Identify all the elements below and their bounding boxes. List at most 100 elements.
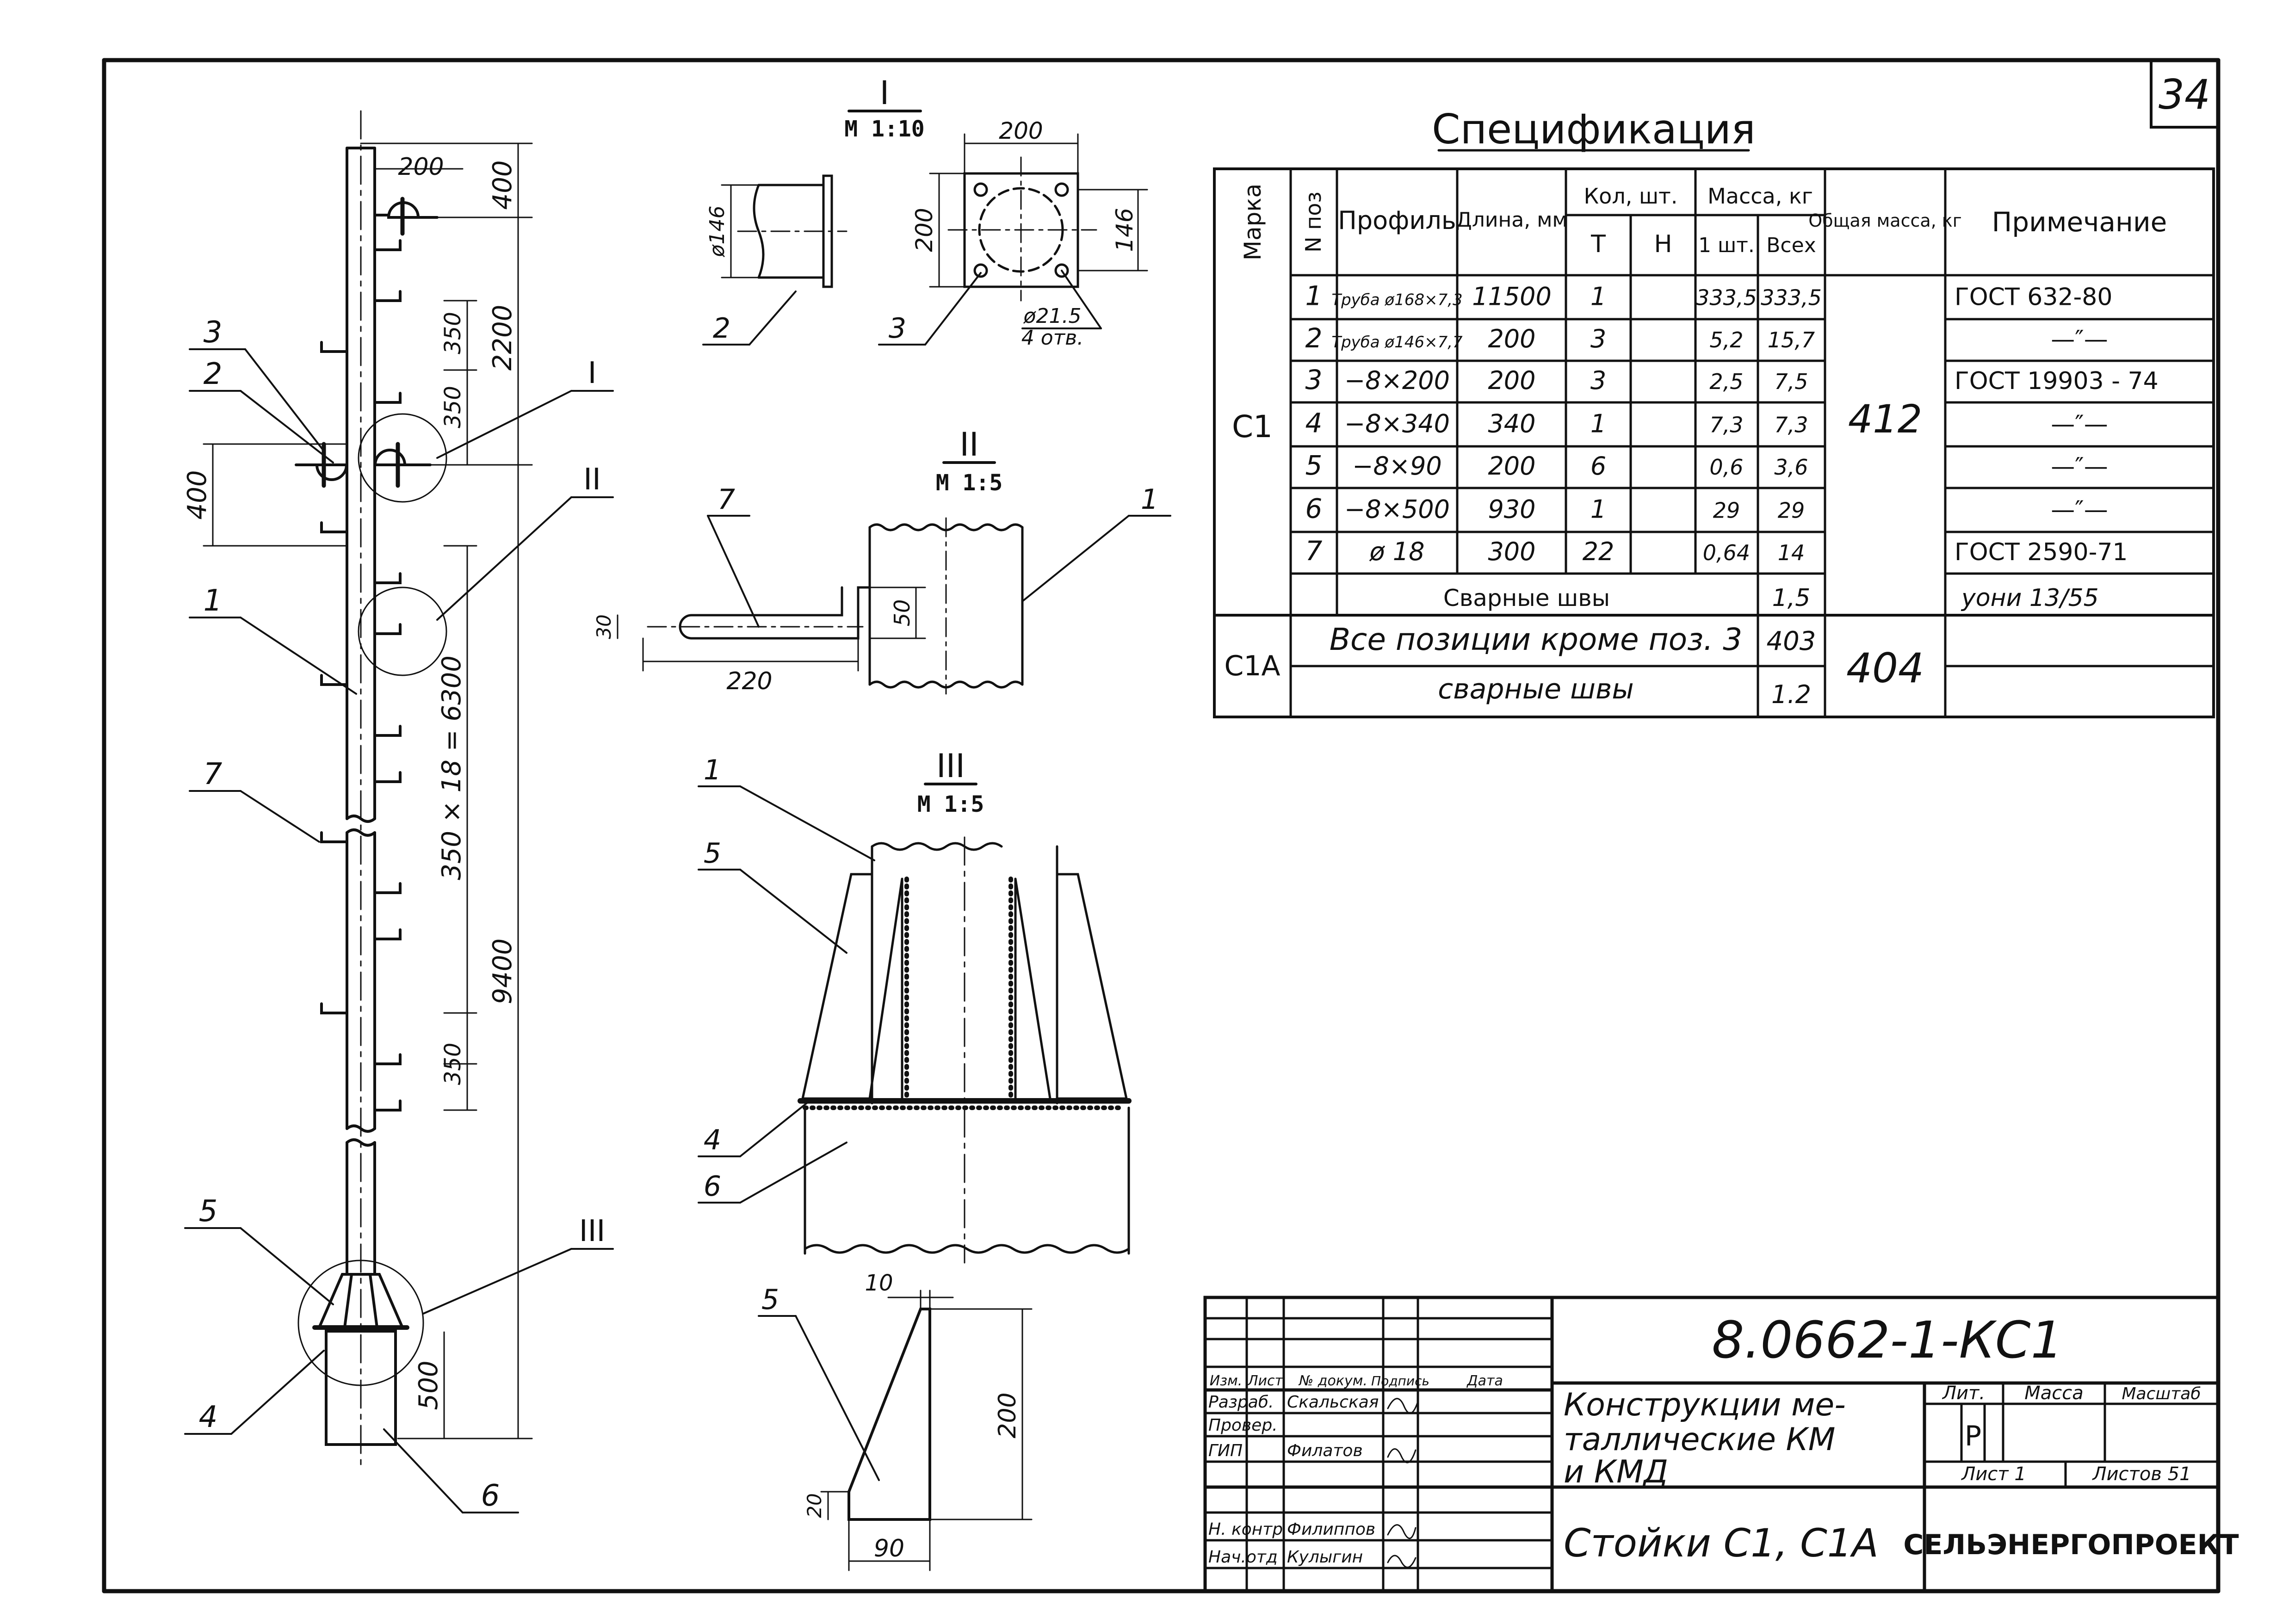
- view-III-pos5: 5: [704, 837, 721, 870]
- view-III: [698, 783, 1132, 1264]
- spec-cell-mass-one: 0,64: [1703, 540, 1750, 565]
- person-role: Нач.отд: [1208, 1548, 1278, 1567]
- spec-cell-mass-one: 2,5: [1709, 369, 1743, 394]
- view-gusset: [758, 1290, 1033, 1571]
- label-pos-6: 6: [481, 1479, 500, 1513]
- label-roman-I: I: [588, 356, 597, 390]
- spec-cell-pos: 4: [1305, 408, 1323, 439]
- spec-cell-note: ГОСТ 19903 - 74: [1955, 367, 2159, 395]
- label-pos-5: 5: [199, 1194, 218, 1229]
- header-qty-t: Т: [1590, 230, 1606, 258]
- person-role: Разраб.: [1208, 1393, 1274, 1412]
- view-II-scale: М 1:5: [936, 470, 1003, 496]
- c1a-row2-mass: 1.2: [1771, 680, 1811, 709]
- dim-400-top: 400: [488, 161, 518, 210]
- view-III-pos4: 4: [704, 1124, 721, 1156]
- mass-header: Масса: [2024, 1383, 2084, 1404]
- header-mass: Масса, кг: [1707, 184, 1813, 209]
- sheet-title: Стойки С1, С1А: [1564, 1520, 1879, 1566]
- view-I-dim-146: 146: [1111, 208, 1138, 252]
- post-elevation: [295, 110, 447, 1467]
- elevation-leaders: [184, 348, 614, 1513]
- c1a-row1: Все позиции кроме поз. 3: [1330, 622, 1742, 657]
- c1a-total: 404: [1846, 644, 1924, 692]
- spec-cell-mass-one: 0,6: [1709, 455, 1743, 480]
- view-III-scale: М 1:5: [917, 791, 984, 817]
- spec-cell-note: —″—: [2051, 453, 2108, 481]
- label-pos-2: 2: [204, 357, 223, 391]
- view-II-pos7: 7: [718, 483, 735, 516]
- label-roman-III: III: [579, 1214, 606, 1248]
- view-II-text: II М 1:5 220 30 50 7 1: [593, 426, 1158, 695]
- view-gusset-text: 10 200 20 90 5: [761, 1270, 1021, 1562]
- view-I-dim-h: 200: [911, 208, 938, 252]
- spec-footer: Сварные швы 1,5 уони 13/55 С1А Все позиц…: [1224, 584, 2098, 709]
- spec-cell-note: —″—: [2051, 496, 2108, 524]
- spec-cell-qty-t: 1: [1590, 495, 1606, 524]
- c1a-row1-mass: 403: [1767, 626, 1816, 656]
- view-I-text: I М 1:10 200 200 146 ø146 ø21.5 4 отв. 2…: [705, 74, 1138, 350]
- doc-code: 8.0662-1-КС1: [1712, 1310, 2063, 1370]
- dim-350-b: 350: [440, 386, 466, 428]
- spec-cell-mass-all: 14: [1778, 540, 1805, 565]
- spec-cell-mass-all: 333,5: [1761, 285, 1822, 310]
- spec-cell-mass-one: 5,2: [1709, 327, 1743, 352]
- sheet-number: 34: [2159, 71, 2210, 118]
- sheets-label: Листов 51: [2091, 1463, 2191, 1485]
- col-sign: Подпись: [1371, 1373, 1429, 1389]
- view-II-dim-30: 30: [593, 614, 615, 639]
- dim-200: 200: [398, 153, 444, 181]
- spec-cell-pos: 3: [1305, 364, 1323, 395]
- label-pos-7: 7: [204, 757, 223, 791]
- view-I-scale: М 1:10: [844, 116, 924, 142]
- col-list: Лист: [1247, 1373, 1284, 1389]
- c1a-row2: сварные швы: [1438, 673, 1633, 705]
- spec-cell-length: 200: [1488, 366, 1535, 395]
- spec-cell-note: ГОСТ 632-80: [1955, 284, 2112, 311]
- person-role: Провер.: [1208, 1416, 1278, 1435]
- view-I-holes-count: 4 отв.: [1021, 326, 1083, 350]
- c1a-mark: С1А: [1224, 650, 1280, 682]
- view-II: [617, 461, 1171, 695]
- spec-cell-mass-all: 29: [1778, 498, 1805, 523]
- spec-table-grid: [1213, 149, 2215, 718]
- dim-350-a: 350: [440, 312, 466, 354]
- view-I-roman: I: [880, 74, 890, 112]
- view-I-dim-d146: ø146: [705, 206, 729, 258]
- project-name-2: таллические КМ: [1564, 1421, 1835, 1458]
- view-II-pos1: 1: [1141, 483, 1158, 516]
- gusset-dim-20: 20: [803, 1493, 826, 1518]
- view-II-dim-220: 220: [726, 667, 772, 695]
- col-izm: Изм.: [1210, 1373, 1243, 1389]
- lit-value: Р: [1965, 1420, 1981, 1452]
- elevation-labels: 3 2 I II 1 7 5 III 4 6: [199, 315, 606, 1513]
- spec-cell-pos: 1: [1305, 280, 1323, 312]
- header-note: Примечание: [1992, 206, 2167, 238]
- spec-cell-length: 11500: [1472, 282, 1552, 311]
- c1-mark: С1: [1232, 409, 1273, 445]
- dim-6300: 350 × 18 = 6300: [437, 655, 467, 880]
- view-III-pos1: 1: [704, 754, 721, 786]
- welds-mass: 1,5: [1772, 584, 1811, 612]
- dim-350-c: 350: [440, 1043, 466, 1085]
- spec-cell-mass-one: 29: [1713, 498, 1740, 523]
- spec-cell-length: 200: [1488, 324, 1535, 353]
- spec-cell-profile: Труба ø146×7,7: [1331, 333, 1463, 352]
- spec-cell-pos: 7: [1305, 535, 1323, 567]
- spec-cell-mass-one: 333,5: [1696, 285, 1757, 310]
- header-npoz: N поз: [1301, 191, 1326, 253]
- header-qty: Кол, шт.: [1584, 184, 1678, 209]
- spec-cell-qty-t: 3: [1590, 324, 1606, 353]
- view-III-text: III М 1:5 1 5 4 6: [704, 747, 984, 1203]
- dim-400-left: 400: [182, 470, 212, 520]
- person-role: ГИП: [1208, 1441, 1243, 1460]
- spec-cell-qty-t: 22: [1583, 537, 1615, 566]
- spec-table-text: Спецификация Марка N поз Профиль Длина, …: [1232, 105, 2167, 445]
- org-name: СЕЛЬЭНЕРГОПРОЕКТ: [1903, 1529, 2239, 1561]
- spec-cell-note: —″—: [2051, 411, 2108, 438]
